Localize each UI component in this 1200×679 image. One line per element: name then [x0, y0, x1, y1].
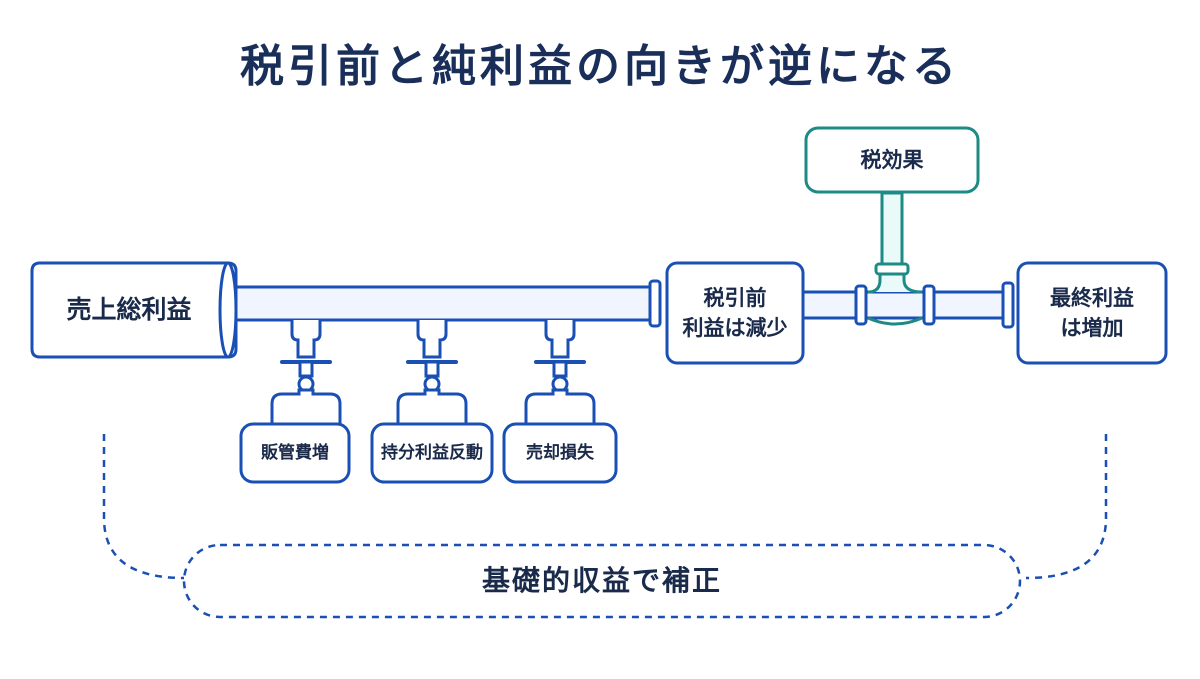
bottom-label: 基礎的収益で補正 — [481, 563, 722, 597]
valve-sale-loss — [524, 320, 596, 424]
tax-pipe — [880, 191, 904, 266]
net-profit-label: 最終利益 は増加 — [1020, 268, 1164, 358]
pretax-label: 税引前 利益は減少 — [668, 268, 802, 358]
pipe-flange — [648, 279, 662, 328]
bracket-right — [1025, 434, 1108, 580]
valve-equity — [396, 320, 468, 424]
tank-end-cap — [218, 261, 238, 359]
valve-label-sga: 販管費増 — [261, 442, 329, 463]
valve-sga — [270, 320, 342, 424]
right-flange-3 — [1001, 281, 1015, 329]
pretax-line2: 利益は減少 — [682, 316, 788, 340]
tax-effect-label: 税効果 — [860, 147, 924, 172]
right-flange-1 — [854, 284, 868, 326]
sale-loss-box — [502, 422, 618, 484]
net-line1: 最終利益 — [1050, 285, 1134, 310]
page-title: 税引前と純利益の向きが逆になる — [240, 41, 960, 92]
valve-label-equity: 持分利益反動 — [381, 442, 483, 463]
bottom-pill — [182, 543, 1022, 619]
net-line2: は増加 — [1060, 316, 1124, 340]
bracket-left — [102, 434, 185, 580]
sga-box — [239, 422, 351, 484]
equity-box — [370, 422, 494, 484]
pretax-line1: 税引前 — [703, 285, 767, 310]
tee-underside — [867, 316, 923, 326]
main-pipe — [224, 285, 660, 322]
gross-profit-label: 売上総利益 — [66, 294, 192, 324]
tax-effect-box — [804, 126, 980, 194]
right-flange-2 — [922, 284, 936, 326]
valve-label-sale-loss: 売却損失 — [526, 442, 594, 463]
right-pipe — [801, 290, 1011, 320]
net-profit-box — [1016, 261, 1168, 365]
